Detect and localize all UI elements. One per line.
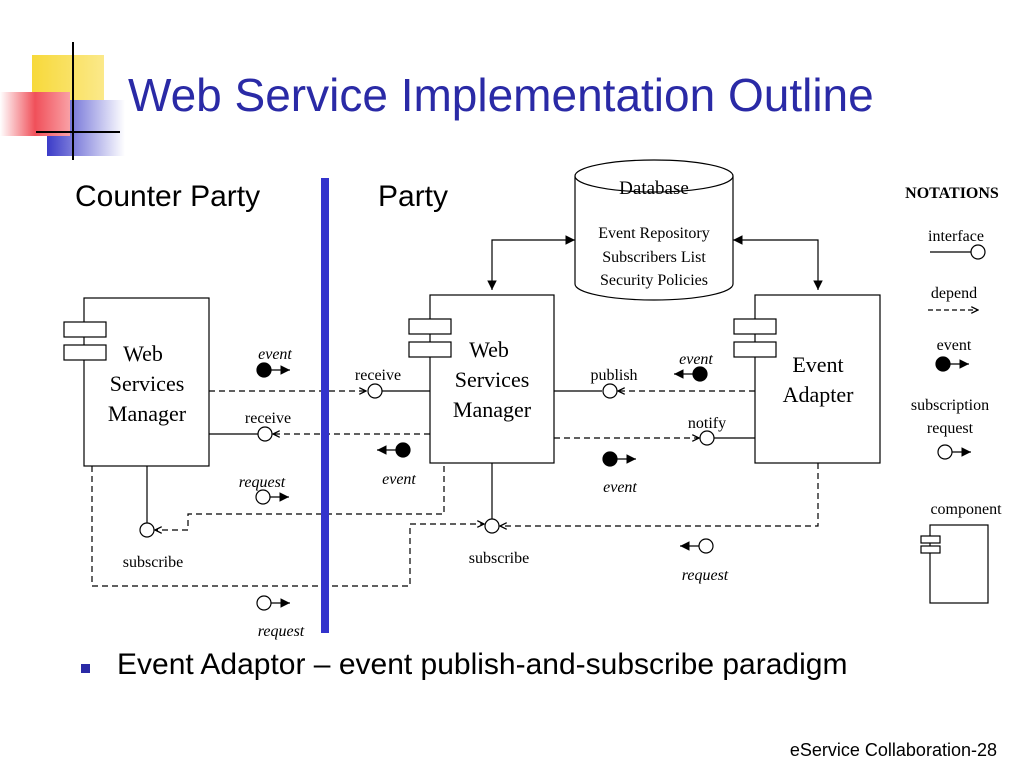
party-wsm-port-1 (408, 318, 452, 335)
database-line-2: Subscribers List (602, 249, 706, 266)
subscribe-a-label: subscribe (123, 554, 183, 571)
bullet-marker (81, 664, 90, 673)
counter-wsm-port-2 (63, 344, 107, 361)
subscribe-b-label: subscribe (469, 550, 529, 567)
notation-component-label: component (930, 501, 1002, 518)
counter-wsm-line-2: Services (110, 371, 185, 396)
database-title: Database (619, 178, 689, 199)
request-a-label: request (239, 474, 286, 491)
request-b-icon (698, 538, 714, 554)
counter-wsm-line-3: Manager (108, 401, 187, 426)
notation-interface-label: interface (928, 228, 984, 245)
request-c-icon (256, 595, 272, 611)
notation-request-label: request (927, 420, 974, 437)
database-line-1: Event Repository (598, 225, 710, 242)
notation-component-icon (920, 524, 989, 604)
counter-wsm-port-1 (63, 321, 107, 338)
request-c-label: request (258, 623, 305, 640)
receive-a-label: receive (355, 367, 401, 384)
link-counter-subscribe-b (91, 466, 484, 587)
event-b-label: event (679, 351, 713, 368)
link-adapter-subscribe (500, 463, 819, 526)
notation-event-label: event (937, 337, 972, 354)
bullet-text: Event Adaptor – event publish-and-subscr… (117, 648, 848, 681)
notation-subscription-request-icon (937, 444, 953, 460)
event-d-label: event (603, 479, 637, 496)
database-cylinder (574, 176, 734, 301)
publish-interface (602, 383, 618, 399)
receive-b-interface (257, 426, 273, 442)
db-link-right (733, 235, 823, 290)
page-title: Web Service Implementation Outline (128, 69, 874, 121)
counter-wsm-line-1: Web (123, 341, 163, 366)
event-adapter-port-1 (733, 318, 777, 335)
event-adapter-line-2: Adapter (783, 382, 855, 407)
party-label: Party (378, 180, 448, 213)
request-b-label: request (682, 567, 729, 584)
party-wsm-line-3: Manager (453, 397, 532, 422)
notations-title: NOTATIONS (905, 185, 999, 202)
counter-party-label: Counter Party (75, 180, 260, 213)
event-c-icon (395, 442, 411, 458)
notation-event-icon (935, 356, 951, 372)
notation-depend-label: depend (931, 285, 977, 302)
event-c-label: event (382, 471, 416, 488)
subscribe-a-interface (139, 522, 155, 538)
database-top (574, 159, 734, 193)
link-party-subscribe-a (155, 466, 445, 530)
publish-label: publish (590, 367, 637, 384)
event-adapter-line-1: Event (792, 352, 843, 377)
deco-red-bar (0, 92, 70, 136)
event-adapter-port-2 (733, 341, 777, 358)
notation-interface-icon (970, 244, 986, 260)
event-a-label: event (258, 346, 292, 363)
database-line-3: Security Policies (600, 272, 708, 289)
slide-footer: eService Collaboration-28 (789, 740, 997, 760)
notify-interface (699, 430, 715, 446)
db-link-left (487, 235, 575, 290)
notify-label: notify (688, 415, 726, 432)
subscribe-b-interface (484, 518, 500, 534)
party-wsm-port-2 (408, 341, 452, 358)
request-a-icon (255, 489, 271, 505)
receive-b-label: receive (245, 410, 291, 427)
event-a-icon (256, 362, 272, 378)
party-wsm-line-2: Services (455, 367, 530, 392)
party-wsm-line-1: Web (469, 337, 509, 362)
event-b-icon (692, 366, 708, 382)
receive-a-interface (367, 383, 383, 399)
notation-subscription-label: subscription (911, 397, 989, 414)
event-d-icon (602, 451, 618, 467)
counter-wsm-box (83, 297, 210, 467)
